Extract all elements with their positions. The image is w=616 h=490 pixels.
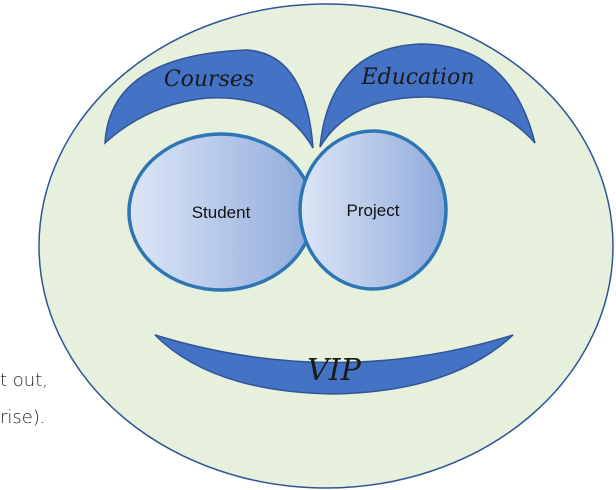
education-label: Education — [360, 65, 474, 90]
mouth-shape — [154, 334, 514, 395]
project-label: Project — [347, 201, 400, 220]
right-eyebrow-shape — [319, 43, 536, 148]
background-paragraph-line-1: t out, — [0, 370, 48, 391]
background-paragraph-line-2: rise). — [0, 407, 46, 428]
project-circle — [298, 129, 448, 291]
left-eyebrow-shape — [104, 49, 314, 149]
courses-label: Courses — [164, 67, 254, 92]
student-label: Student — [192, 203, 251, 222]
vip-label: VIP — [307, 353, 362, 388]
